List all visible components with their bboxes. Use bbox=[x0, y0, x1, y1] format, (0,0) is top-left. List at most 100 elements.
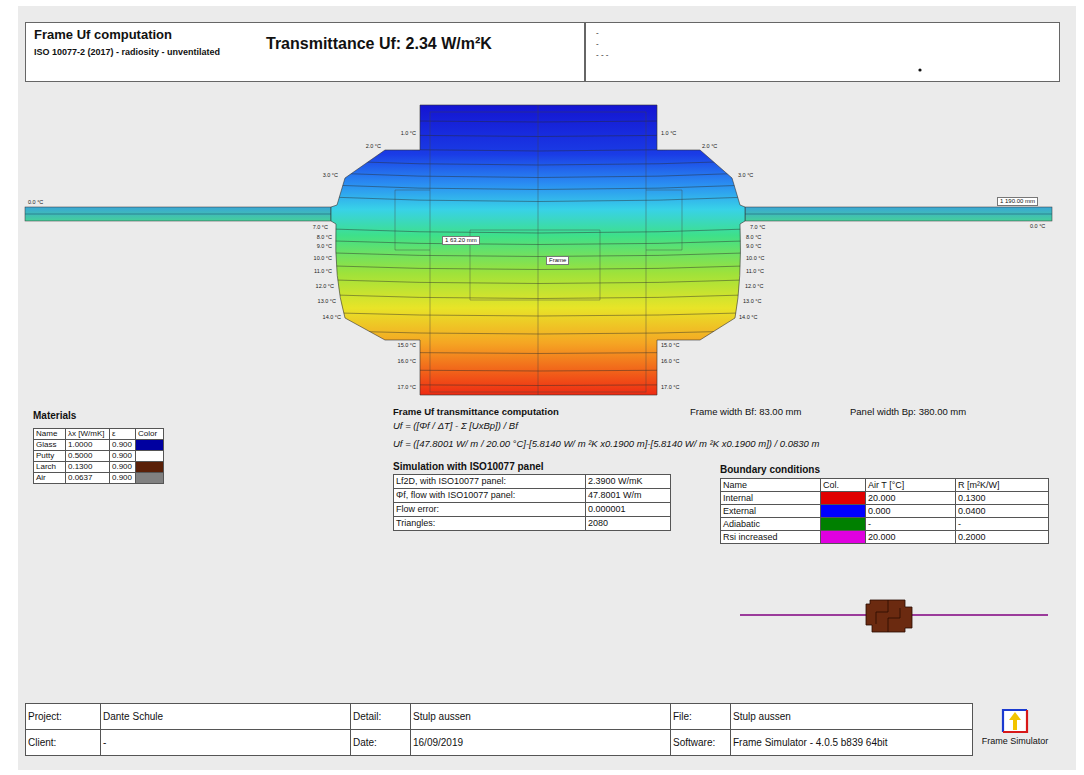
color-swatch bbox=[821, 492, 865, 504]
legend-text: Larch bbox=[36, 461, 56, 472]
isotherm-label: 16.0 °C bbox=[661, 358, 679, 364]
table-value: 0.000001 bbox=[588, 502, 626, 516]
table-value: 0.1300 bbox=[958, 491, 986, 504]
legend-text: Rsi increased bbox=[723, 530, 778, 543]
dimension-tag: 1 190.00 mm bbox=[997, 197, 1038, 206]
table-value: 0.2000 bbox=[958, 530, 986, 543]
footer-cell: Software: bbox=[673, 729, 715, 755]
formula: Uf = ([Φf / ΔT] - Σ [UxBp]) / Bf bbox=[393, 421, 518, 432]
legend-text: Adiabatic bbox=[723, 517, 760, 530]
part-tag: Frame bbox=[546, 256, 569, 265]
table-value: 0.0400 bbox=[958, 504, 986, 517]
table-value: - bbox=[958, 517, 961, 530]
isotherm-label: 7.0 °C bbox=[313, 224, 328, 230]
header-cell: - - - - - bbox=[585, 22, 1060, 82]
table-value: 0.1300 bbox=[68, 461, 92, 472]
table-header: R [m²K/W] bbox=[958, 478, 1000, 491]
footer-cell: Project: bbox=[28, 703, 62, 729]
legend-text: Glass bbox=[36, 439, 56, 450]
table-value: 0.0637 bbox=[68, 472, 92, 483]
table-value: 0.900 bbox=[112, 450, 132, 461]
section-thumbnail bbox=[740, 600, 1048, 632]
isotherm-label: 17.0 °C bbox=[398, 384, 416, 390]
footer-cell: Detail: bbox=[353, 703, 381, 729]
legend-text: Air bbox=[36, 472, 46, 483]
footer-cell: Date: bbox=[353, 729, 377, 755]
section-heading: Frame Uf transmittance computation bbox=[393, 407, 559, 418]
isotherm-label: 11.0 °C bbox=[746, 268, 764, 274]
table-value: 0.5000 bbox=[68, 450, 92, 461]
isotherm-label: 9.0 °C bbox=[746, 243, 761, 249]
formula: Uf = ([47.8001 W/ m / 20.00 °C]-[5.8140 … bbox=[393, 439, 819, 450]
footer-cell: File: bbox=[673, 703, 692, 729]
table-header: ε bbox=[112, 428, 116, 439]
dimension-tag: 1 63.20 mm bbox=[442, 236, 480, 245]
table-header: Name bbox=[723, 478, 747, 491]
isotherm-label: 16.0 °C bbox=[398, 358, 416, 364]
section-heading: Boundary conditions bbox=[720, 464, 820, 476]
table-value: 20.000 bbox=[868, 491, 896, 504]
table-value: 2080 bbox=[588, 516, 608, 530]
isotherm-label: 14.0 °C bbox=[739, 314, 757, 320]
isotherm-label: 9.0 °C bbox=[317, 243, 332, 249]
table-header: Color bbox=[138, 428, 157, 439]
section-heading: Simulation with ISO10077 panel bbox=[393, 461, 544, 473]
table-header: Air T [°C] bbox=[868, 478, 904, 491]
color-swatch bbox=[136, 462, 163, 472]
isotherm-label: 15.0 °C bbox=[398, 342, 416, 348]
isotherm-label: 3.0 °C bbox=[738, 172, 753, 178]
isotherm-label: 8.0 °C bbox=[746, 234, 761, 240]
legend-text: Putty bbox=[36, 450, 54, 461]
frame-width: Frame width Bf: 83.00 mm bbox=[690, 407, 801, 418]
software-name: Frame Simulator bbox=[982, 736, 1049, 746]
isotherm-label: 10.0 °C bbox=[746, 255, 764, 261]
footer-cell: Frame Simulator - 4.0.5 b839 64bit bbox=[733, 729, 888, 755]
color-swatch bbox=[136, 440, 163, 450]
isotherm-label: 3.0 °C bbox=[323, 172, 338, 178]
table-label: Flow error: bbox=[396, 502, 439, 516]
isotherm-label: 13.0 °C bbox=[318, 298, 336, 304]
isotherm-label: 15.0 °C bbox=[661, 342, 679, 348]
panel-width: Panel width Bp: 380.00 mm bbox=[850, 407, 966, 418]
table-value: 1.0000 bbox=[68, 439, 92, 450]
table-value: 0.900 bbox=[112, 439, 132, 450]
isotherm-label: 0.0 °C bbox=[1030, 223, 1045, 229]
color-swatch bbox=[821, 505, 865, 517]
table-label: Φf, flow with ISO10077 panel: bbox=[396, 488, 515, 502]
table-value: 0.000 bbox=[868, 504, 891, 517]
header-text: - bbox=[596, 39, 599, 48]
color-swatch bbox=[136, 473, 163, 483]
isotherm-label: 1.0 °C bbox=[401, 130, 416, 136]
dot bbox=[918, 68, 921, 71]
isotherm-label: 10.0 °C bbox=[314, 255, 332, 261]
footer-cell: 16/09/2019 bbox=[413, 729, 463, 755]
software-logo bbox=[1003, 710, 1027, 732]
table-header: λx [W/mK] bbox=[68, 428, 104, 439]
isotherm-label: 7.0 °C bbox=[750, 224, 765, 230]
table-value: 0.900 bbox=[112, 461, 132, 472]
header-text: - bbox=[596, 28, 599, 37]
isotherm-label: 2.0 °C bbox=[702, 143, 717, 149]
table-cell bbox=[100, 729, 351, 756]
legend-text: Internal bbox=[723, 491, 753, 504]
isotherm-label: 13.0 °C bbox=[743, 298, 761, 304]
isotherm-label: 17.0 °C bbox=[661, 384, 679, 390]
isotherm-label: 2.0 °C bbox=[366, 143, 381, 149]
header-text: ISO 10077-2 (2017) - radiosity - unventi… bbox=[34, 47, 220, 57]
isotherm-label: 8.0 °C bbox=[317, 234, 332, 240]
isotherm-label: 12.0 °C bbox=[316, 283, 334, 289]
table-label: Triangles: bbox=[396, 516, 435, 530]
header-ground bbox=[25, 22, 1060, 82]
header-text: - - - bbox=[596, 50, 608, 59]
table-value: 0.900 bbox=[112, 472, 132, 483]
isotherm-label: 11.0 °C bbox=[314, 268, 332, 274]
header-text: Transmittance Uf: 2.34 W/m²K bbox=[266, 35, 492, 53]
report-title: Frame Uf computation bbox=[34, 28, 172, 43]
table-label: Lf2D, with ISO10077 panel: bbox=[396, 474, 506, 488]
table-header: Col. bbox=[823, 478, 839, 491]
table-value: - bbox=[868, 517, 871, 530]
isotherm-label: 12.0 °C bbox=[745, 283, 763, 289]
table-header: Name bbox=[36, 428, 57, 439]
